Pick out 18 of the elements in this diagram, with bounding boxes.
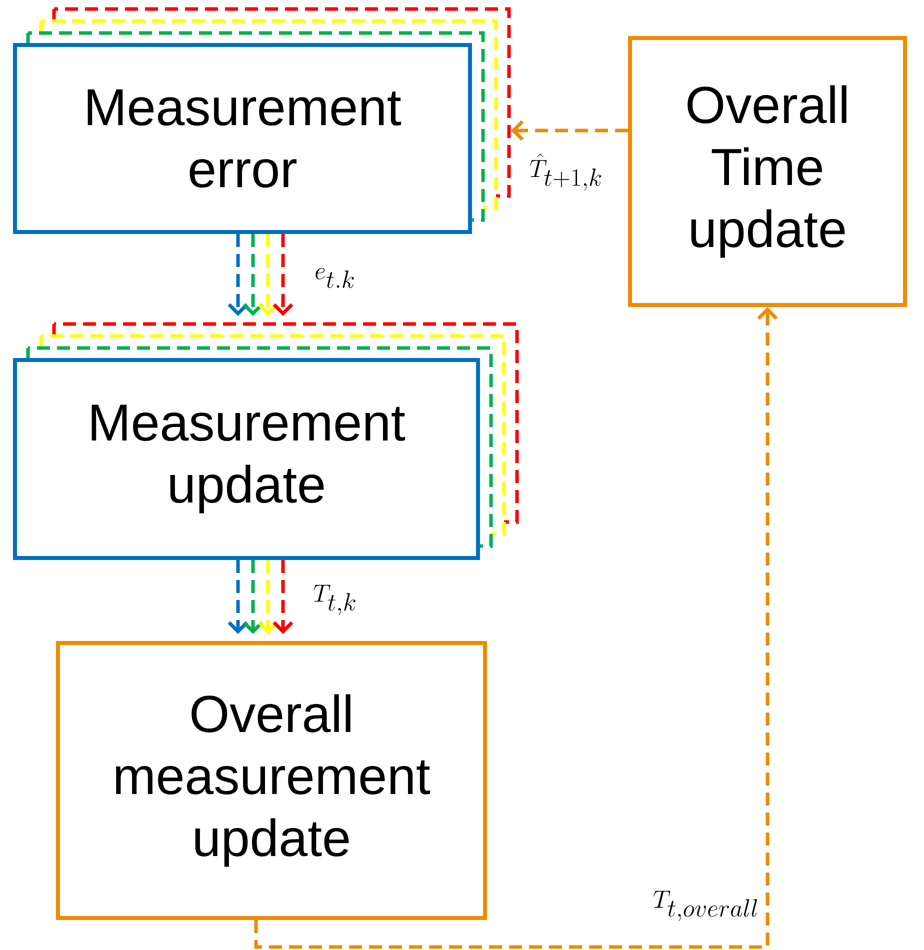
arrow <box>272 560 294 634</box>
arrow <box>254 307 778 949</box>
process-box: Overall Time update <box>628 36 907 307</box>
arrow <box>511 120 628 141</box>
arrow <box>228 560 248 634</box>
arrow <box>242 234 264 316</box>
edge-label: $T_{t,overall}$ <box>650 888 762 924</box>
edge-label: $\hat{T}_{t+1,k}$ <box>527 151 605 193</box>
process-box: Measurement update <box>13 358 480 560</box>
arrow <box>228 234 248 316</box>
edge-label: $T_{t,k}$ <box>311 582 359 618</box>
arrow <box>258 560 278 634</box>
arrow <box>242 560 264 634</box>
process-box: Measurement error <box>13 43 472 234</box>
arrow <box>272 234 294 316</box>
edge-label: $e_{t.k}$ <box>312 266 358 290</box>
arrow <box>258 234 278 316</box>
process-box: Overall measurement update <box>56 641 487 920</box>
